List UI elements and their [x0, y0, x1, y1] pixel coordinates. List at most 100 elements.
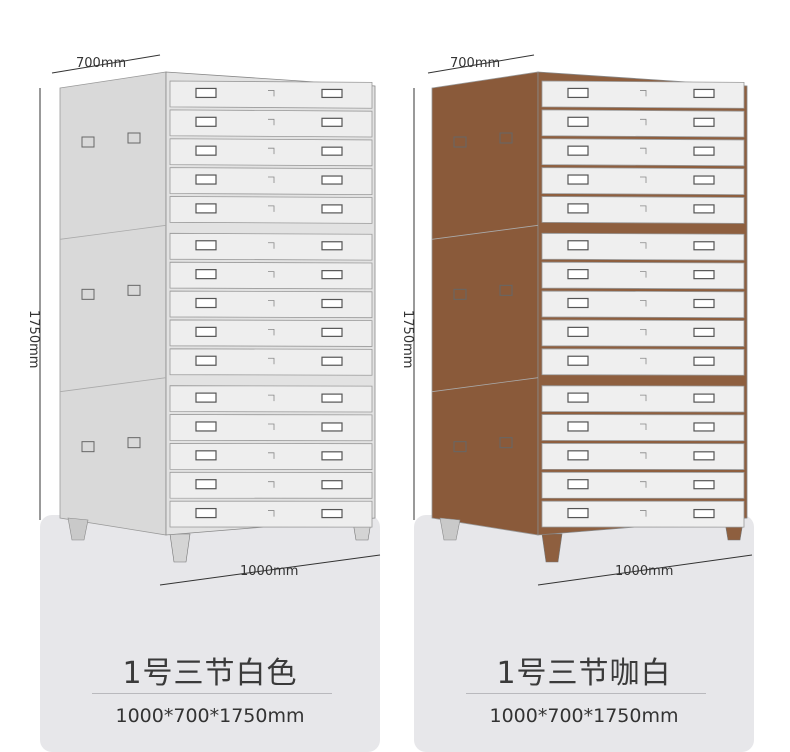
drawer-label-slot	[268, 510, 275, 517]
dimension-lines-brown	[413, 54, 753, 586]
drawer-handle-icon	[693, 393, 715, 403]
drawer-handle-icon	[321, 298, 343, 309]
drawer-label-slot	[268, 423, 275, 430]
drawer-label-slot	[268, 242, 275, 249]
drawer-handle-icon	[321, 270, 343, 280]
dimension-lines-white	[39, 54, 381, 586]
side-handle-icon	[499, 437, 513, 449]
drawer-handle-icon	[567, 421, 589, 432]
drawer-front	[541, 500, 745, 528]
drawer-front	[169, 414, 373, 442]
drawer-handle-icon	[195, 87, 217, 99]
product-spec-brown: 1000*700*1750mm	[489, 705, 679, 727]
drawer-front	[169, 80, 373, 109]
side-handle-icon	[499, 284, 513, 296]
product-title-brown: 1号三节咖白	[496, 656, 672, 691]
drawer-label-slot	[268, 481, 275, 488]
drawer-label-slot	[268, 90, 275, 97]
drawer-handle-icon	[693, 480, 715, 490]
side-handle-icon	[453, 136, 467, 148]
drawer-front	[541, 290, 745, 319]
drawer-handle-icon	[567, 479, 589, 490]
drawer-front	[169, 471, 373, 499]
drawer-label-slot	[640, 118, 647, 126]
drawer-label-slot	[268, 271, 275, 278]
drawer-handle-icon	[195, 297, 217, 309]
drawer-handle-icon	[321, 393, 343, 403]
drawer-handle-icon	[321, 241, 343, 251]
width-label-white: 1000mm	[240, 564, 298, 579]
drawer-handle-icon	[567, 450, 589, 461]
drawer-label-slot	[640, 147, 647, 155]
product-spec-white: 1000*700*1750mm	[115, 705, 305, 727]
product-title-white: 1号三节白色	[122, 656, 298, 691]
side-handle-icon	[127, 284, 141, 296]
divider-brown	[466, 693, 706, 694]
drawer-handle-icon	[567, 203, 589, 214]
drawer-label-slot	[640, 271, 647, 278]
drawer-label-slot	[268, 176, 275, 184]
drawer-label-slot	[268, 328, 275, 336]
drawer-label-slot	[640, 242, 647, 249]
drawer-handle-icon	[693, 146, 715, 156]
drawer-handle-icon	[693, 298, 715, 309]
drawer-front	[541, 414, 745, 442]
drawer-handle-icon	[321, 117, 343, 127]
drawer-front	[541, 138, 745, 167]
drawer-handle-icon	[567, 297, 589, 309]
drawer-handle-icon	[195, 269, 217, 280]
drawer-handle-icon	[693, 270, 715, 280]
drawer-front	[541, 232, 745, 261]
side-handle-icon	[127, 132, 141, 144]
width-label-brown: 1000mm	[615, 564, 673, 579]
section-seam	[431, 224, 539, 240]
drawer-front	[169, 232, 373, 261]
drawer-handle-icon	[567, 326, 589, 337]
drawer-handle-icon	[195, 174, 217, 185]
height-label-brown: 1750mm	[400, 310, 415, 368]
drawer-handle-icon	[693, 88, 715, 99]
drawer-front	[169, 385, 373, 413]
drawer-handle-icon	[195, 116, 217, 127]
drawer-handle-icon	[321, 88, 343, 99]
drawer-front	[169, 442, 373, 470]
drawer-front	[541, 319, 745, 347]
drawer-handle-icon	[693, 117, 715, 127]
side-handle-icon	[499, 132, 513, 144]
drawer-handle-icon	[693, 241, 715, 251]
drawer-label-slot	[640, 205, 647, 212]
drawer-front	[541, 196, 745, 224]
divider-white	[92, 693, 332, 694]
cabinet-leg	[67, 517, 89, 541]
side-handle-icon	[453, 441, 467, 453]
drawer-handle-icon	[321, 508, 343, 519]
drawer-front	[169, 348, 373, 376]
drawer-label-slot	[268, 300, 275, 307]
drawer-handle-icon	[195, 145, 217, 156]
cabinet-brown	[431, 71, 748, 563]
drawer-handle-icon	[321, 327, 343, 337]
drawer-handle-icon	[567, 507, 589, 519]
drawer-handle-icon	[321, 204, 343, 214]
drawer-front	[169, 196, 373, 224]
drawer-label-slot	[268, 394, 275, 402]
drawer-handle-icon	[567, 145, 589, 156]
drawer-handle-icon	[567, 174, 589, 185]
drawer-handle-icon	[321, 480, 343, 490]
drawer-label-slot	[640, 423, 647, 430]
drawer-handle-icon	[321, 146, 343, 156]
drawer-handle-icon	[195, 479, 217, 490]
drawer-handle-icon	[567, 392, 589, 403]
cabinet-side-panel	[431, 71, 539, 536]
drawer-handle-icon	[195, 507, 217, 519]
drawer-handle-icon	[567, 355, 589, 366]
drawer-label-slot	[640, 510, 647, 517]
drawer-handle-icon	[693, 422, 715, 432]
drawer-front	[541, 167, 745, 195]
depth-label-brown: 700mm	[450, 56, 500, 71]
cabinet-leg	[541, 533, 563, 563]
drawer-handle-icon	[693, 327, 715, 337]
drawer-label-slot	[640, 90, 647, 97]
drawer-handle-icon	[321, 451, 343, 461]
